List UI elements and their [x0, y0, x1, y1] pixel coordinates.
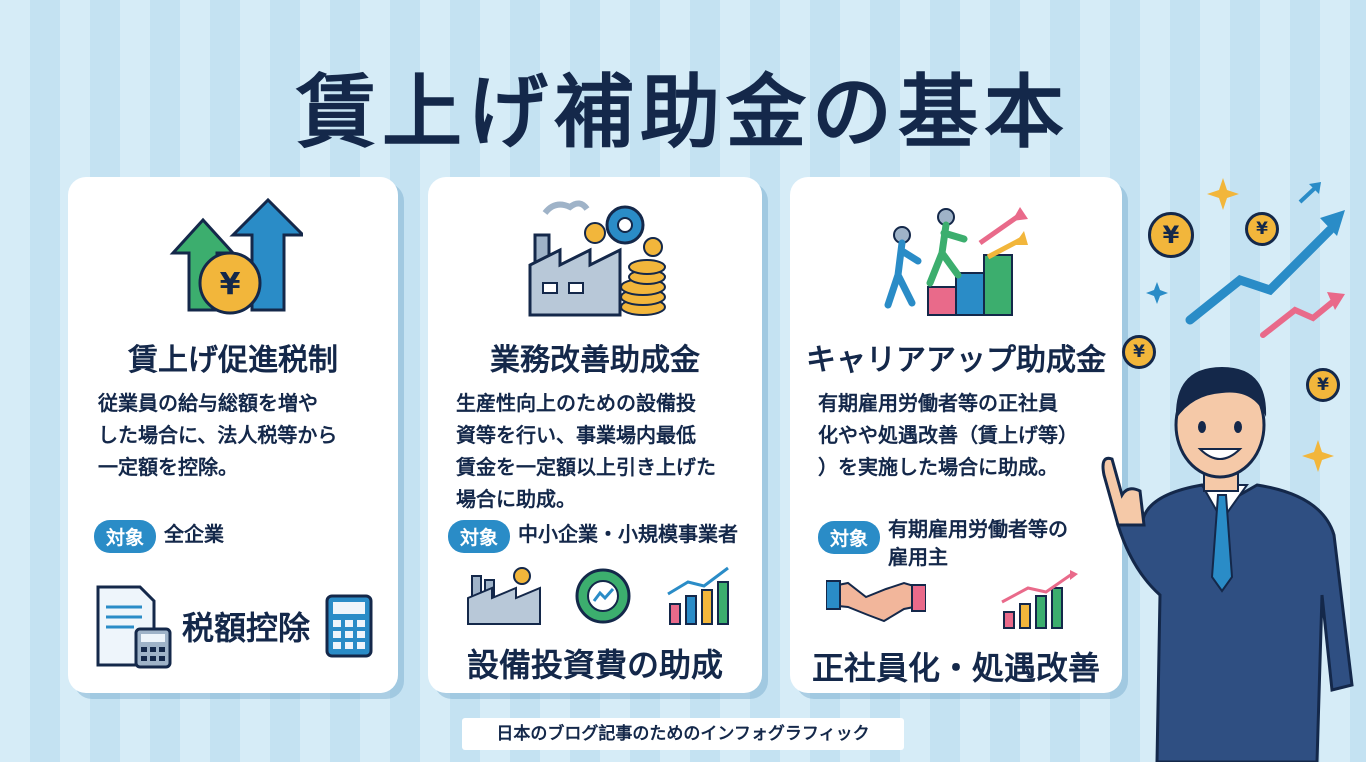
target-row: 対象 有期雇用労働者等の 雇用主 [818, 515, 1068, 571]
gear-icon [575, 568, 631, 624]
card-description: 生産性向上のための設備投 資等を行い、事業場内最低 賃金を一定額以上引き上げた … [456, 391, 716, 511]
yen-coin-icon: ¥ [1148, 212, 1194, 258]
target-row: 対象 全企業 [94, 520, 224, 553]
factory-icon [467, 567, 541, 625]
yen-coin-icon: ¥ [1245, 212, 1279, 246]
sparkle-icon [1302, 440, 1334, 472]
target-value: 全企業 [164, 522, 225, 546]
calculator-icon [325, 594, 373, 658]
target-badge: 対象 [818, 521, 881, 554]
handshake-icon [826, 580, 926, 623]
target-row: 対象 中小企業・小規模事業者 [448, 520, 738, 553]
rising-trend-decoration [1146, 178, 1345, 338]
card-title: 賃上げ促進税制 [128, 343, 338, 378]
businessman-illustration [1101, 367, 1354, 762]
yen-coin-icon: ¥ [1122, 335, 1156, 369]
caption-banner: 日本のブログ記事のためのインフォグラフィック [462, 718, 904, 750]
target-value: 中小企業・小規模事業者 [518, 522, 739, 546]
card-description: 従業員の給与総額を増や した場合に、法人税等から 一定額を控除。 [98, 391, 338, 479]
card-career-up-grant: キャリアアップ助成金 有期雇用労働者等の正社員 化やや処遇改善（賃上げ等） ）を… [790, 177, 1122, 693]
bar-chart-icon [667, 566, 729, 625]
target-badge: 対象 [448, 520, 511, 553]
card-wage-tax-system: ¥ 賃上げ促進税制 従業員の給与総額を増や した場合に、法人税等から 一定額を控… [68, 177, 398, 693]
footer-label: 税額控除 [182, 609, 311, 647]
card-title: キャリアアップ助成金 [806, 343, 1106, 378]
target-value: 有期雇用労働者等の 雇用主 [888, 517, 1069, 569]
target-badge: 対象 [94, 520, 157, 553]
icon-row [826, 570, 1080, 630]
footer-label: 設備投資費の助成 [466, 646, 723, 684]
icon-row [466, 565, 736, 627]
document-icon [96, 585, 172, 669]
bar-chart-icon [1001, 570, 1078, 629]
footer-label: 正社員化・処遇改善 [811, 649, 1100, 687]
card-title: 業務改善助成金 [490, 343, 700, 378]
factory-coins-icon [528, 200, 666, 317]
climbing-people-icon [884, 207, 1028, 316]
page-title: 賃上げ補助金の基本 [296, 66, 1070, 159]
yen-coin-icon: ¥ [1306, 368, 1340, 402]
card-description: 有期雇用労働者等の正社員 化やや処遇改善（賃上げ等） ）を実施した場合に助成。 [818, 391, 1078, 479]
card-business-improvement-grant: 業務改善助成金 生産性向上のための設備投 資等を行い、事業場内最低 賃金を一定額… [428, 177, 762, 693]
footer-row: 税額控除 [94, 583, 374, 669]
svg-text:¥: ¥ [220, 267, 241, 302]
arrows-yen-icon: ¥ [169, 197, 303, 315]
